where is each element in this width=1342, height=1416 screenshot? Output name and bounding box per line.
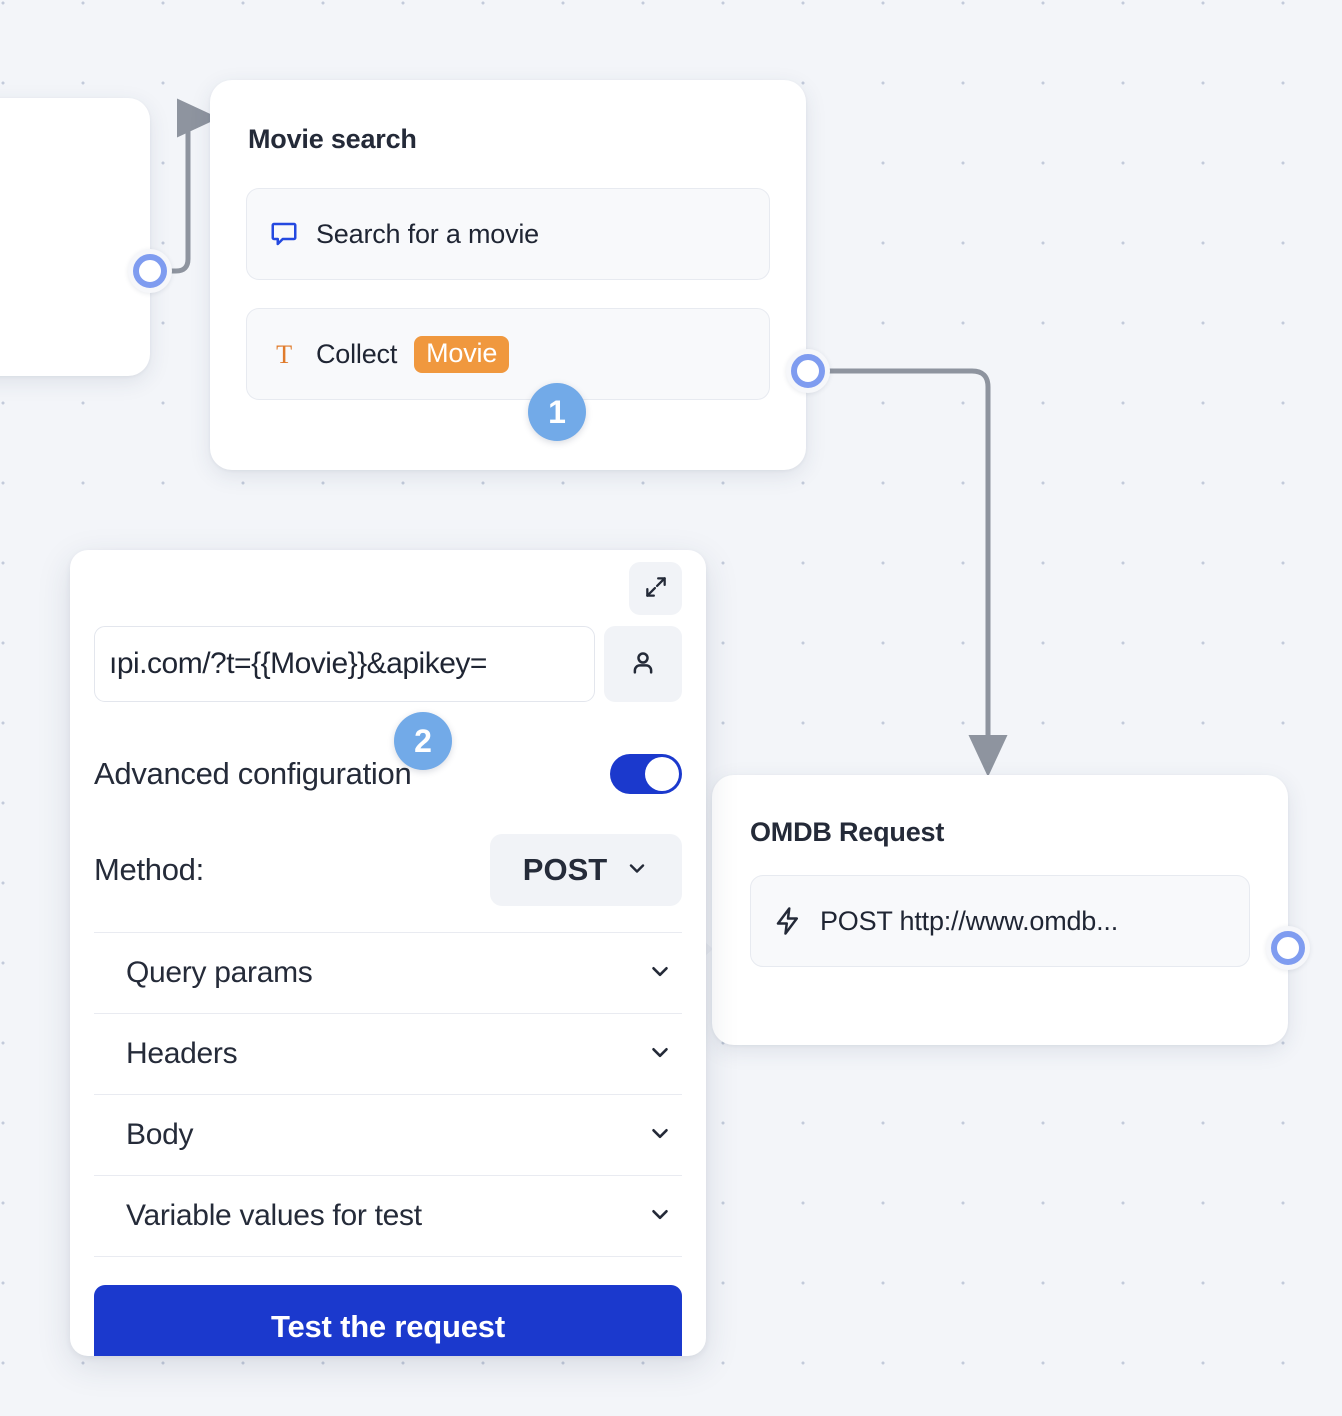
step-label: Search for a movie	[316, 218, 539, 249]
edge-movie-search-to-omdb	[825, 368, 1008, 777]
node-partial-offscreen[interactable]	[0, 98, 150, 376]
method-row: Method: POST	[94, 834, 682, 932]
text-field-icon: T	[269, 339, 299, 369]
toggle-knob	[645, 757, 679, 791]
url-auth-button[interactable]	[604, 626, 682, 702]
config-sections: Query params Headers Body	[94, 932, 682, 1257]
annotation-badge-2: 2	[394, 712, 452, 770]
chevron-down-icon	[647, 1201, 673, 1232]
node-movie-search-title: Movie search	[248, 124, 417, 154]
test-the-request-button[interactable]: Test the request	[94, 1285, 682, 1356]
chevron-down-icon	[647, 1039, 673, 1070]
advanced-configuration-toggle[interactable]	[610, 754, 682, 794]
section-query-params[interactable]: Query params	[94, 932, 682, 1013]
advanced-configuration-label: Advanced configuration	[94, 756, 412, 791]
advanced-configuration-row: Advanced configuration	[94, 754, 682, 794]
annotation-badge-1: 1	[528, 383, 586, 441]
chat-bubble-icon	[269, 219, 299, 249]
step-post-omdb-request[interactable]: POST http://www.omdb...	[750, 875, 1250, 967]
url-row: ıpi.com/?t={{Movie}}&apikey=	[94, 626, 682, 702]
expand-panel-button[interactable]	[629, 561, 682, 615]
request-config-panel[interactable]: ıpi.com/?t={{Movie}}&apikey= 2 Advanced …	[70, 550, 706, 1356]
section-label: Body	[126, 1118, 194, 1151]
edge-start-to-movie-search	[165, 98, 219, 274]
node-movie-search[interactable]: Movie search Search for a movie T Collec…	[210, 80, 806, 470]
port-movie-search-output[interactable]	[786, 349, 830, 393]
method-label: Method:	[94, 852, 204, 887]
lightning-bolt-icon	[773, 906, 803, 936]
chevron-down-icon	[647, 1120, 673, 1151]
port-partial-left-output[interactable]	[128, 249, 172, 293]
port-omdb-output[interactable]	[1266, 926, 1310, 970]
panel-toolbar	[94, 550, 682, 626]
node-omdb-title: OMDB Request	[750, 817, 945, 847]
step-label: POST http://www.omdb...	[820, 905, 1119, 936]
section-body[interactable]: Body	[94, 1094, 682, 1175]
svg-text:T: T	[276, 340, 292, 369]
expand-diagonal-icon	[643, 574, 669, 603]
chevron-down-icon	[647, 958, 673, 989]
section-headers[interactable]: Headers	[94, 1013, 682, 1094]
section-label: Variable values for test	[126, 1199, 422, 1232]
step-collect-movie[interactable]: T Collect Movie	[246, 308, 770, 400]
section-variable-values-for-test[interactable]: Variable values for test	[94, 1175, 682, 1256]
section-label: Headers	[126, 1037, 238, 1070]
section-label: Query params	[126, 956, 313, 989]
step-label-prefix: Collect	[316, 338, 398, 369]
node-omdb-request[interactable]: OMDB Request POST http://www.omdb...	[712, 775, 1288, 1045]
person-icon	[628, 648, 658, 681]
step-search-for-a-movie[interactable]: Search for a movie	[246, 188, 770, 280]
request-url-input[interactable]: ıpi.com/?t={{Movie}}&apikey=	[94, 626, 595, 702]
chevron-down-icon	[625, 852, 649, 888]
method-select-value: POST	[522, 852, 608, 887]
variable-pill-movie[interactable]: Movie	[414, 335, 510, 373]
method-select[interactable]: POST	[490, 834, 682, 906]
